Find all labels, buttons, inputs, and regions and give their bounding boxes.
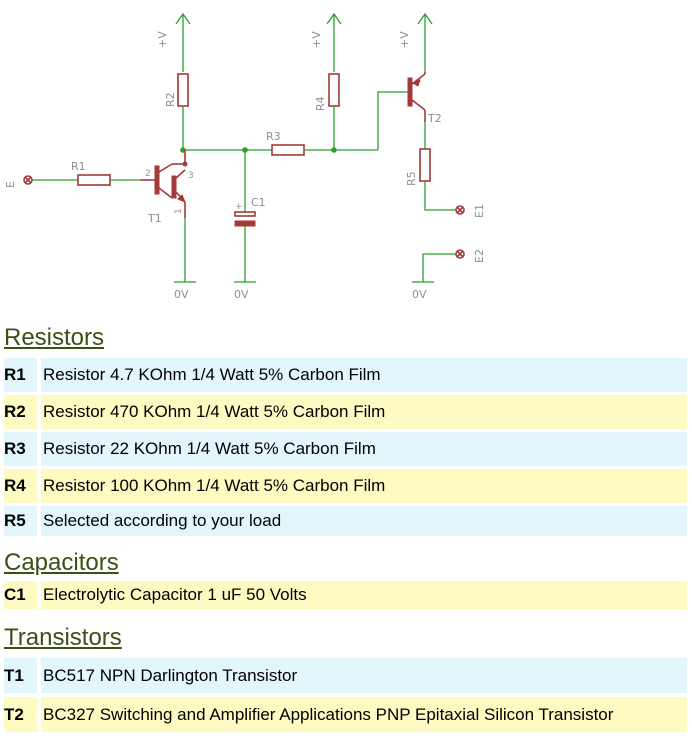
r4-label: R4 [314,96,327,111]
t1-pin1-label: 1 [174,208,184,214]
section-title-capacitors: Capacitors [4,549,119,576]
t2-label: T2 [427,112,442,125]
vplus-symbol-2: +V [310,12,342,72]
junction-dot [331,147,337,153]
resistor-r4: R4 [314,73,340,150]
vplus-label-2: +V [310,31,323,48]
part-ref: C1 [4,581,37,609]
r3-label: R3 [266,130,281,143]
ground-label-2: 0V [234,288,249,301]
part-description: Electrolytic Capacitor 1 uF 50 Volts [41,581,687,609]
circuit-schematic: +V +V +V R2 R4 R3 + C1 [4,12,486,301]
ground-label-3: 0V [412,288,427,301]
table-row: R4 Resistor 100 KOhm 1/4 Watt 5% Carbon … [4,469,687,503]
part-description: BC517 NPN Darlington Transistor [41,658,687,693]
c1-plus-label: + [235,202,243,212]
vplus-label-1: +V [156,31,169,48]
section-title-transistors: Transistors [4,624,122,651]
resistor-r3: R3 [266,130,378,156]
transistor-t1: 2 3 1 T1 [140,150,194,225]
part-ref: R3 [4,432,37,466]
table-row: T1 BC517 NPN Darlington Transistor [4,658,687,693]
ground-label-1: 0V [174,288,189,301]
part-description: BC327 Switching and Amplifier Applicatio… [41,697,687,732]
vplus-symbol-3: +V [398,12,433,72]
part-description: Selected according to your load [41,506,687,536]
vplus-label-3: +V [398,31,411,48]
ground-symbol-2: 0V [234,281,256,301]
table-row: T2 BC327 Switching and Amplifier Applica… [4,697,687,732]
resistor-r1: R1 [71,160,140,186]
output-e2-label: E2 [473,249,486,263]
part-description: Resistor 470 KOhm 1/4 Watt 5% Carbon Fil… [41,395,687,429]
part-ref: R5 [4,506,37,536]
part-ref: R2 [4,395,37,429]
table-row: C1 Electrolytic Capacitor 1 uF 50 Volts [4,581,687,609]
c1-label: C1 [251,196,266,209]
r1-label: R1 [71,160,86,173]
transistor-t2: T2 [407,72,442,125]
table-row: R1 Resistor 4.7 KOhm 1/4 Watt 5% Carbon … [4,358,687,392]
section-title-resistors: Resistors [4,324,105,351]
output-e1-label: E1 [473,204,486,218]
ground-symbol-3: 0V [412,281,434,301]
part-ref: R1 [4,358,37,392]
table-row: R3 Resistor 22 KOhm 1/4 Watt 5% Carbon F… [4,432,687,466]
ground-symbol-1: 0V [174,281,196,301]
part-description: Resistor 22 KOhm 1/4 Watt 5% Carbon Film [41,432,687,466]
capacitor-c1: + C1 [234,150,266,282]
part-ref: T1 [4,658,37,693]
vplus-symbol-1: +V [156,12,191,72]
input-terminal-e: E [4,175,78,188]
part-description: Resistor 100 KOhm 1/4 Watt 5% Carbon Fil… [41,469,687,503]
part-ref: T2 [4,697,37,732]
r2-label: R2 [164,92,177,107]
resistor-r5: R5 [405,122,456,211]
t1-pin3-label: 3 [188,171,194,181]
table-row: R5 Selected according to your load [4,506,687,536]
resistor-r2: R2 [164,73,189,150]
output-terminal-e2: E2 [422,249,486,282]
input-e-label: E [4,181,17,188]
output-terminal-e1: E1 [455,204,486,218]
t1-pin2-label: 2 [145,169,151,179]
r5-label: R5 [405,171,418,186]
part-description: Resistor 4.7 KOhm 1/4 Watt 5% Carbon Fil… [41,358,687,392]
t1-label: T1 [147,212,162,225]
part-ref: R4 [4,469,37,503]
table-row: R2 Resistor 470 KOhm 1/4 Watt 5% Carbon … [4,395,687,429]
